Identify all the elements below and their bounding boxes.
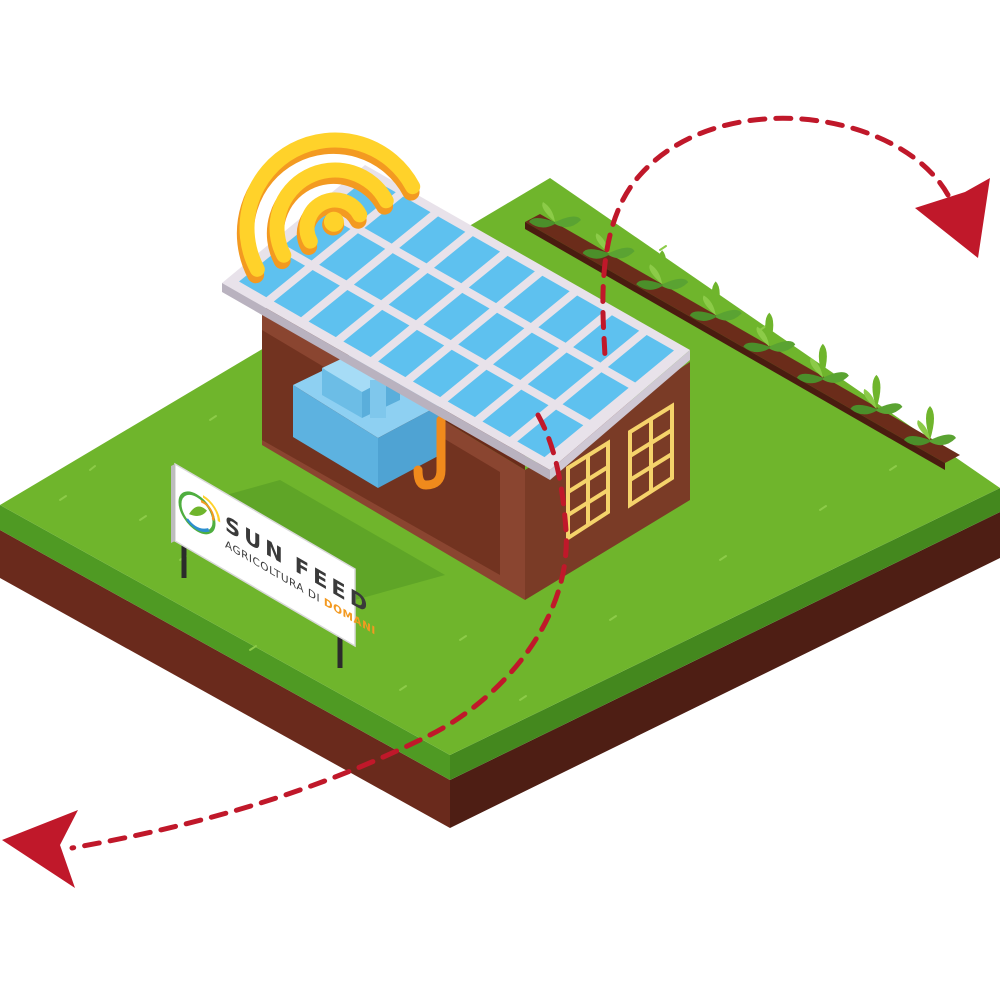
solar-panel-cell (607, 335, 674, 383)
solar-panel-cell (343, 309, 410, 358)
solar-panel-cell (562, 372, 629, 420)
ground-grass-rim-right (450, 488, 1000, 780)
solar-panel-cell (364, 196, 431, 244)
window-left (566, 439, 610, 542)
solar-panel-cell (353, 253, 420, 301)
flow-path (69, 115, 951, 851)
roof-edge-thickness-right (550, 350, 690, 480)
wifi-signal-icon (236, 132, 421, 284)
solar-panel-cell (458, 312, 525, 361)
solar-panel-cell (319, 233, 386, 281)
garden-bed-side (525, 222, 945, 470)
solar-panel-cell (527, 352, 594, 400)
plant (850, 374, 903, 415)
roof-edge-thickness (222, 283, 550, 480)
solar-panel-cell (399, 216, 466, 264)
solar-panel-cell (482, 389, 549, 438)
solar-panel-cell (503, 275, 570, 323)
arrow-top-right-icon (915, 178, 990, 258)
plant (636, 250, 689, 290)
window-right (628, 402, 674, 509)
solar-panel-cell (434, 236, 501, 284)
solar-panel-cell (388, 273, 455, 321)
arrow-bottom-left-icon (2, 810, 78, 888)
plant (743, 312, 796, 353)
plant (529, 188, 581, 228)
water-pipe (413, 415, 446, 490)
plant-row (529, 188, 956, 446)
plant (796, 343, 849, 384)
solar-panel-cell (412, 349, 479, 398)
ground-soil-right (450, 512, 1000, 828)
sunfeed-logo-icon (178, 491, 221, 535)
solar-panel-cell (468, 255, 535, 304)
plant (904, 406, 956, 446)
ground-grass-rim-left (0, 505, 450, 780)
solar-roof (222, 165, 690, 480)
flow-path-through-house (69, 412, 569, 851)
solar-panel-cell (517, 409, 584, 458)
solar-panel-cell (423, 292, 490, 341)
garden-bed-soil (525, 214, 960, 463)
flow-path-inbound (600, 115, 951, 363)
ground-soil-left (0, 530, 450, 828)
solar-panel-cell (493, 332, 560, 380)
solar-panel-cell (538, 295, 605, 343)
solar-panel-cell (308, 289, 375, 338)
garden-bed (525, 214, 960, 470)
grass-texture (59, 245, 897, 701)
sign-board-edge (171, 464, 175, 543)
solar-panel-cell (273, 270, 340, 318)
solar-panel-cell (378, 329, 445, 378)
plant (689, 281, 742, 321)
solar-panel-cell (447, 369, 514, 418)
